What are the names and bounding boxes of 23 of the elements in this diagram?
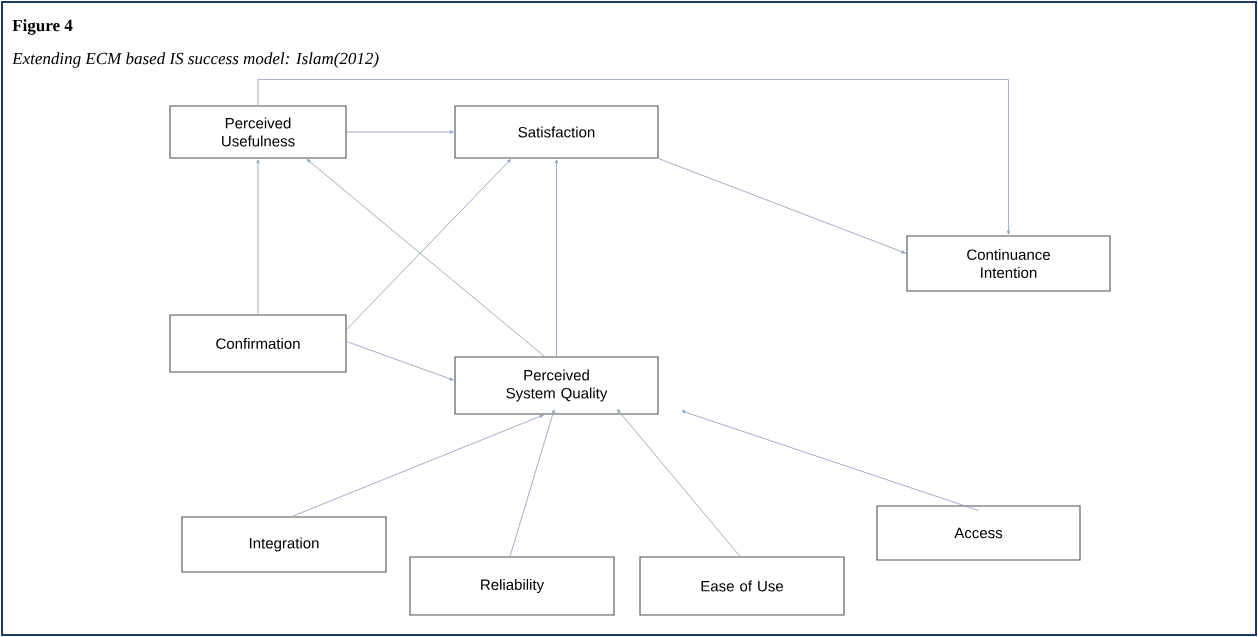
arrow [346,159,512,330]
arrow [616,409,741,557]
process-box: Integration [181,516,387,573]
arrow [256,159,260,315]
arrow [509,409,555,557]
figure-caption: Extending ECM based IS success model: Islam(2012) [12,52,379,68]
process-box: Confirmation [169,314,347,373]
figure-title: Figure 4 [12,19,73,35]
process-box: Satisfaction [454,105,659,159]
process-box: Perceived System Quality [454,356,659,415]
arrow [658,158,906,254]
arrow [554,159,559,357]
arrow [291,414,544,517]
arrow [681,410,979,511]
arrow [346,130,454,134]
arrow [346,341,454,381]
arrow [306,158,545,357]
arrow [257,79,1011,235]
process-box: Reliability [409,556,615,616]
process-box: Access [876,505,1081,561]
process-box: Perceived Usefulness [169,105,347,159]
process-box: Continuance Intention [906,235,1111,292]
process-box: Ease of Use [639,556,845,616]
